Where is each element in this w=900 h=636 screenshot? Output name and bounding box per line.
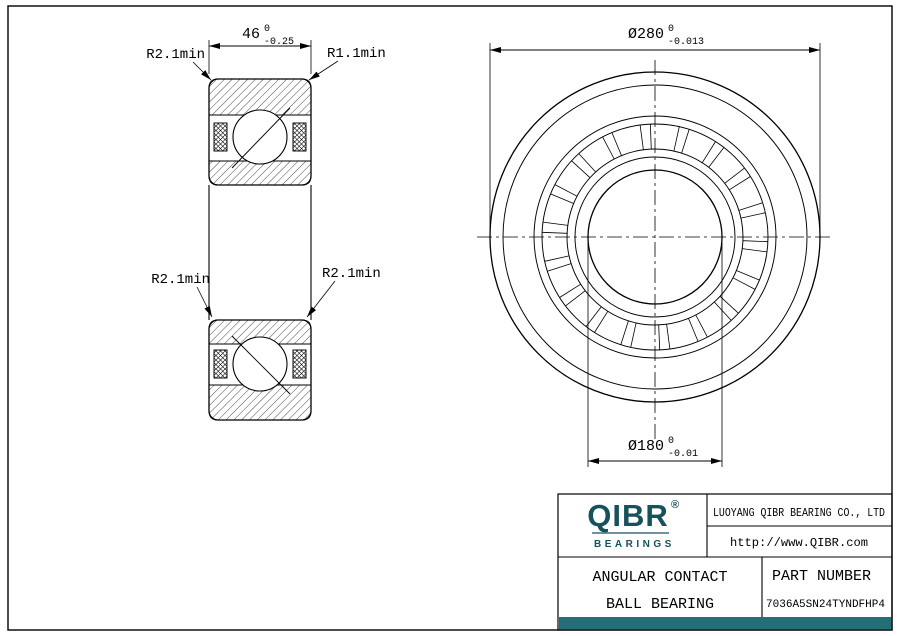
cage-pocket-lines [542,124,768,350]
radius-callout-mid-right: R2.1min [306,266,381,318]
od-dim-value: Ø280 [628,26,664,43]
radius-callout-top-right: R1.1min [308,46,386,81]
cage-outer-circle [541,123,769,351]
cage-pocket-line [639,124,644,150]
cage-pocket-line [547,263,572,272]
title-block-border [557,493,893,631]
product-type-line1: ANGULAR CONTACT [592,569,727,586]
od-dim-tol-lower: -0.013 [668,37,704,48]
outer-diameter-dimension: Ø280 0 -0.013 [489,24,821,231]
cage-pocket-line [554,184,578,197]
cage-pocket-line [542,221,568,226]
cage-pocket-line [742,240,768,243]
bottom-contact-angle-line [231,335,291,395]
cage-pocket-line [565,290,586,307]
cage-pocket-line [658,324,661,350]
radius-label-top-left: R2.1min [146,47,205,63]
cage-pocket-line [738,202,763,211]
cage-pocket-line [630,322,637,348]
cage-pocket-line [688,318,699,342]
radius-callout-top-left: R2.1min [146,47,212,81]
cage-pocket-line [701,141,716,163]
cage-pocket-line [740,212,766,219]
top-contact-angle-line [231,107,291,169]
cage-pocket-line [742,248,768,253]
radius-label-mid-right: R2.1min [322,266,381,282]
cage-pocket-line [708,147,725,168]
cage-pocket-line [611,132,622,156]
bottom-ring-outline [208,319,312,421]
bore-circle [587,169,723,305]
cage-pocket-line [729,176,751,191]
radius-label-mid-left: R2.1min [151,272,210,288]
radius-leader-mid-left [196,286,213,318]
section-view [208,78,312,421]
cage-pocket-line [736,270,760,281]
company-name: LUOYANG QIBR BEARING CO., LTD [713,507,885,520]
top-cage-left [213,122,228,152]
radius-callout-mid-left: R2.1min [151,272,213,318]
cage-pocket-line [732,277,756,290]
cage-pocket-line [673,126,680,152]
product-type-line2: BALL BEARING [606,596,714,613]
bore-dim-tol-upper: 0 [668,436,674,447]
radius-leader-mid-right [306,280,336,318]
width-dim-tol-upper: 0 [264,24,270,35]
cage-pocket-line [649,124,652,150]
outer-diameter-circle [489,71,821,403]
radius-leader-top-right [308,60,339,81]
part-number-label: PART NUMBER [772,568,871,585]
part-number-value: 7036A5SN24TYNDFHP4 [766,599,885,611]
company-website: http://www.QIBR.com [730,536,868,550]
radius-label-top-right: R1.1min [327,46,386,62]
cage-pocket-line [602,136,615,160]
width-dim-value: 46 [242,26,260,43]
width-dimension: 46 0 -0.25 [208,24,312,74]
cage-pocket-line [666,324,671,350]
cage-pocket-line [695,314,708,338]
cage-pocket-line [542,231,568,234]
cage-pocket-line [571,160,591,178]
logo-brand: QIBR [587,498,669,533]
bottom-ring-section [208,319,312,421]
cage-pocket-line [550,193,574,204]
top-ring-outline [208,78,312,186]
outer-raceway-circle [533,115,777,359]
cage-inner-circle [566,148,744,326]
outer-ring-face-circle [502,84,808,390]
title-block: QIBR ® BEARINGS LUOYANG QIBR BEARING CO.… [557,493,893,631]
top-cage-right [292,122,307,152]
cage-pocket-line [585,306,602,327]
radius-leader-top-left [192,61,212,81]
bottom-cage-right [292,349,307,379]
bore-dim-value: Ø180 [628,438,664,455]
cage-pocket-line [578,153,596,173]
cage-pocket-line [559,283,581,298]
cage-pocket-line [620,320,629,345]
bore-dim-tol-lower: -0.01 [668,449,698,460]
width-dim-tol-lower: -0.25 [264,37,294,48]
logo-subtitle: BEARINGS [594,539,675,550]
bore-diameter-dimension: Ø180 0 -0.01 [587,243,723,467]
company-logo: QIBR ® BEARINGS [587,498,679,550]
title-block-accent-bar [559,617,892,630]
od-dim-tol-upper: 0 [668,24,674,35]
front-view [477,60,833,443]
top-inner-ring-hatched [208,160,312,186]
logo-registered-mark: ® [671,499,679,511]
cage-pocket-line [594,311,609,333]
cage-pocket-line [719,296,739,314]
cage-pocket-line [714,301,732,321]
cage-pocket-line [724,167,745,184]
cage-pocket-line [544,255,570,262]
top-ball [232,109,288,165]
cage-pocket-line [681,129,690,154]
sheet-border [7,5,893,631]
inner-raceway-circle [574,156,736,318]
top-ring-section [208,78,312,186]
bottom-cage-left [213,349,228,379]
